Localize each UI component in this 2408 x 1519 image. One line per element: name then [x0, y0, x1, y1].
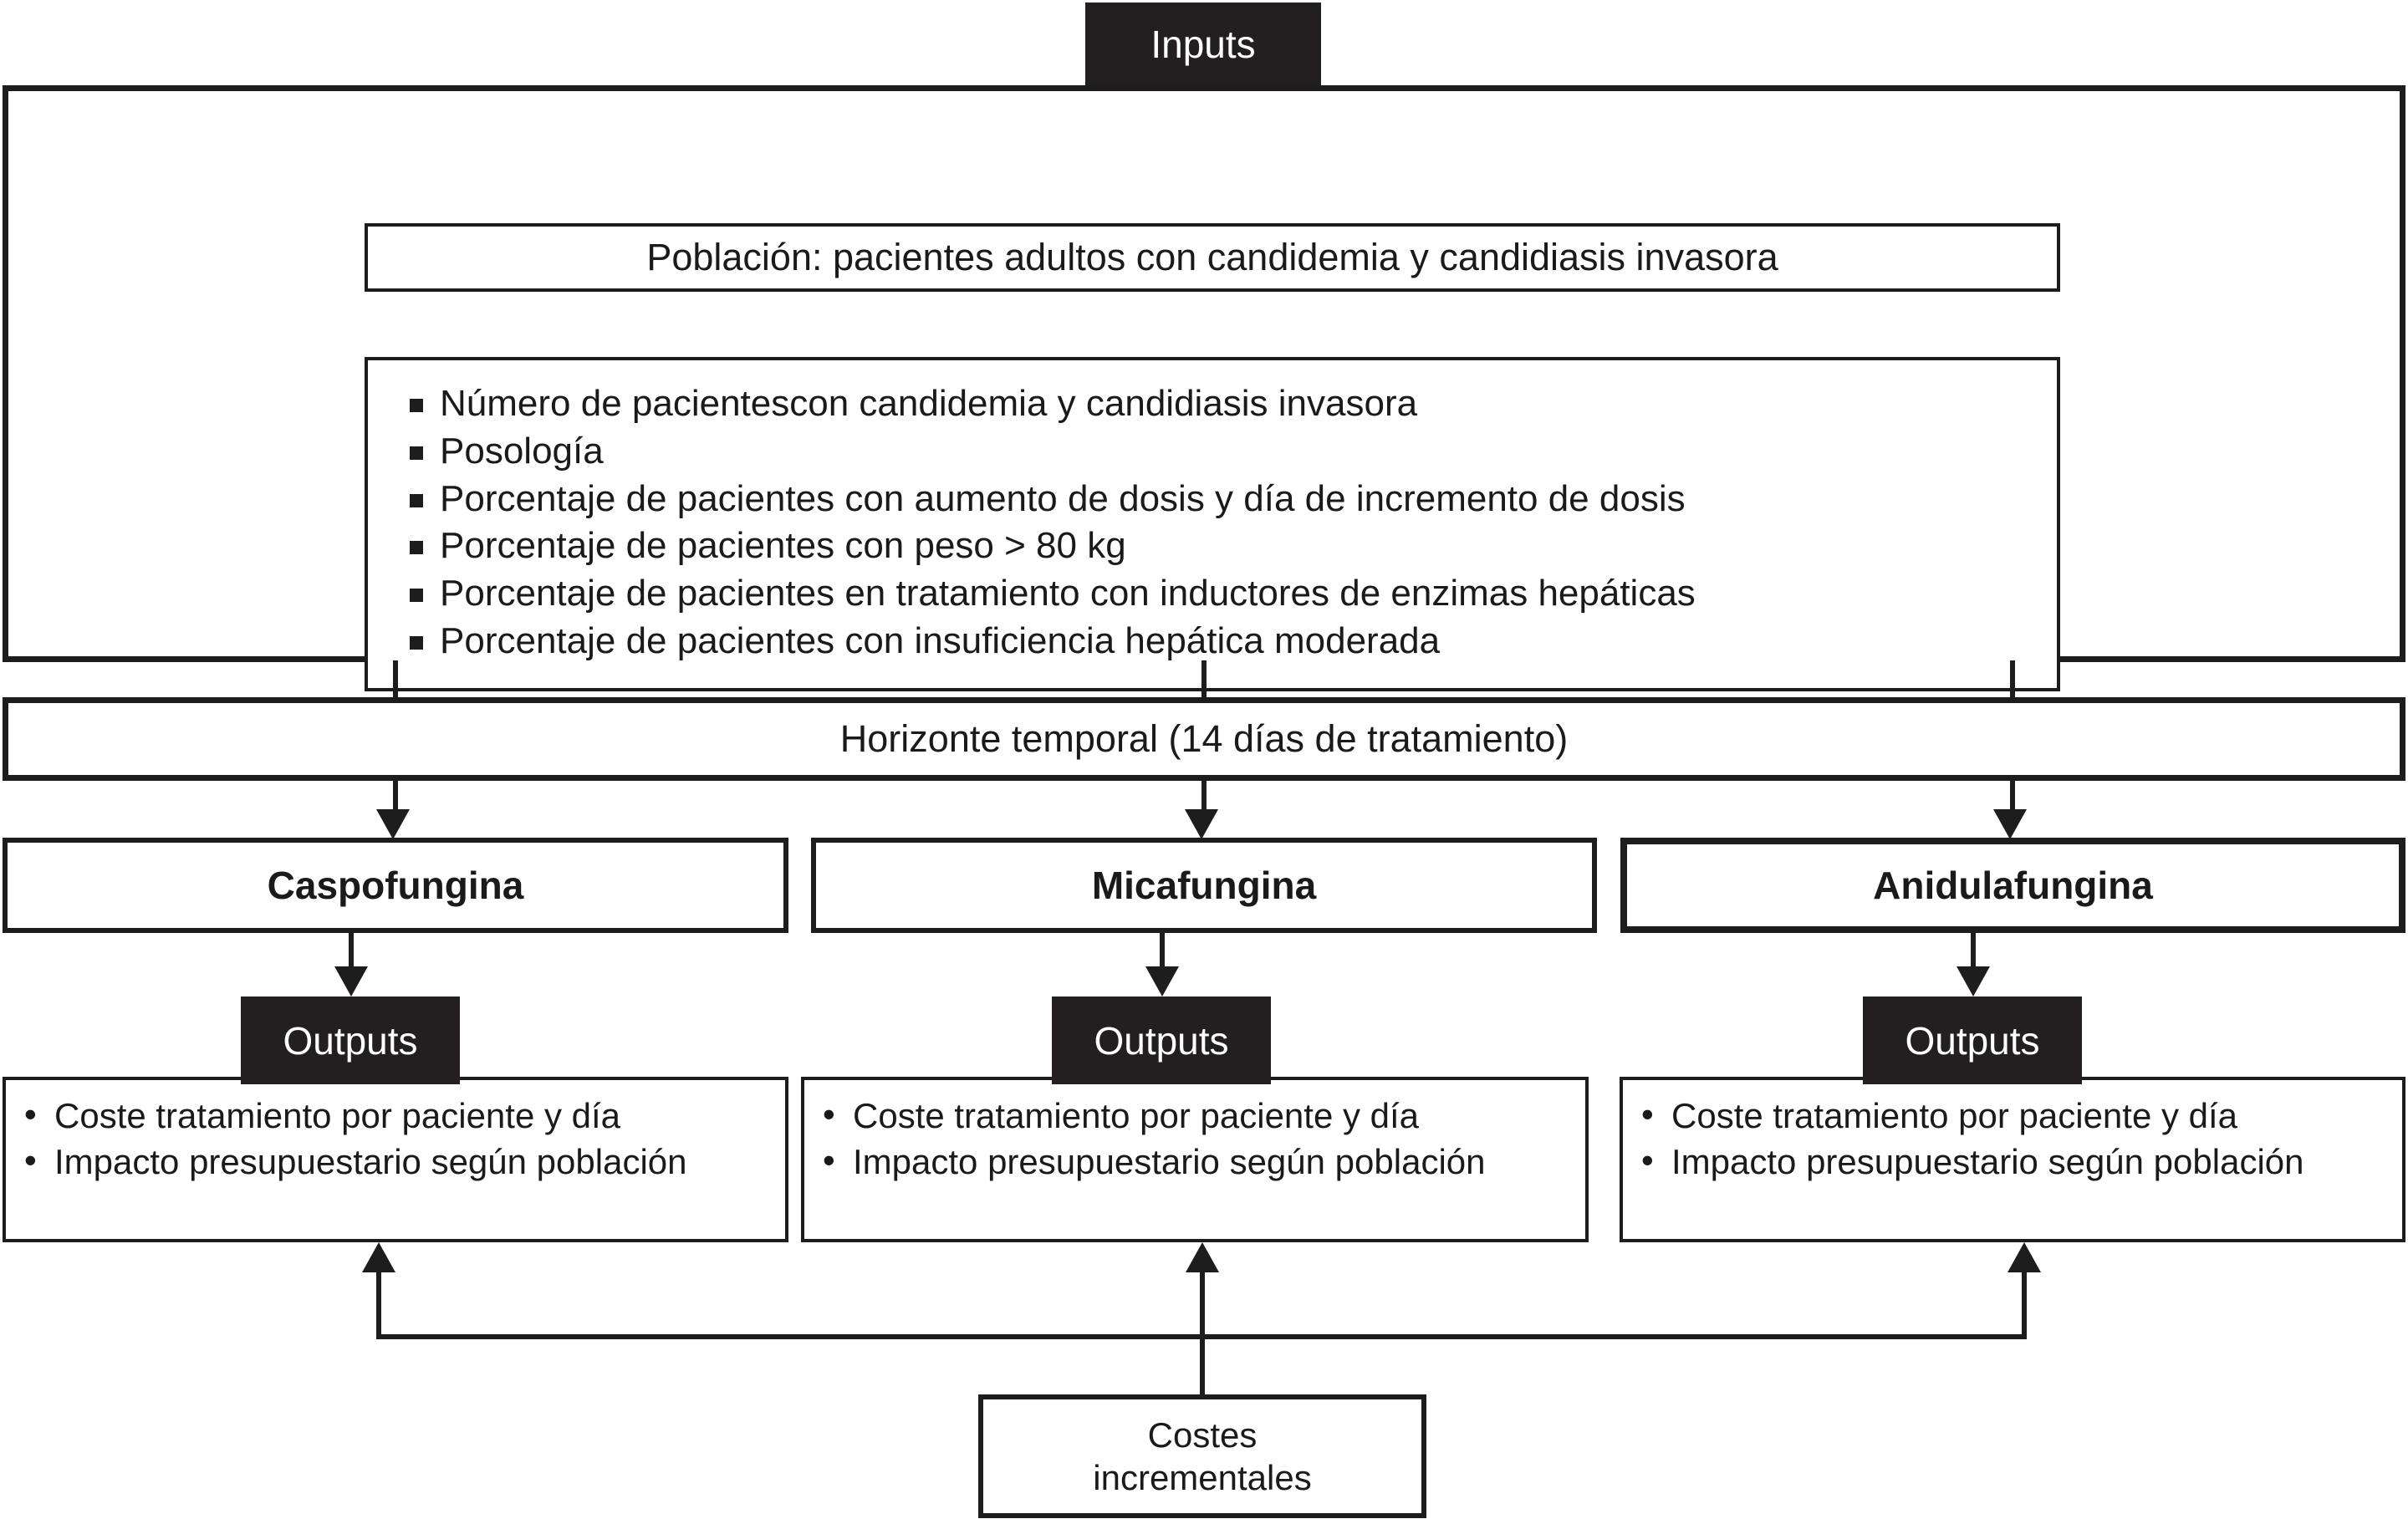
- drug-box-anidulafungina: Anidulafungina: [1620, 838, 2405, 933]
- arrow-bus-to-output-caspofungina: [362, 1242, 395, 1272]
- outputs-banner-micafungina: Outputs: [1052, 997, 1271, 1084]
- inputs-banner: Inputs: [1085, 3, 1321, 86]
- output-list: Coste tratamiento por paciente y día Imp…: [804, 1092, 1585, 1185]
- list-item: Impacto presupuestario según población: [24, 1138, 785, 1185]
- connector-bus-to-output-micafungina: [1200, 1272, 1205, 1338]
- list-item: Impacto presupuestario según población: [823, 1138, 1585, 1185]
- list-item: Impacto presupuestario según población: [1641, 1138, 2402, 1185]
- inputs-banner-label: Inputs: [1150, 23, 1256, 66]
- population-label: Población: pacientes adultos con candide…: [646, 236, 1778, 278]
- output-box-anidulafungina: Coste tratamiento por paciente y día Imp…: [1620, 1077, 2405, 1242]
- output-list: Coste tratamiento por paciente y día Imp…: [1623, 1092, 2402, 1185]
- drug-label: Caspofungina: [267, 864, 524, 907]
- drug-box-micafungina: Micafungina: [811, 838, 1597, 933]
- list-item: Porcentaje de pacientes con peso > 80 kg: [406, 522, 2057, 570]
- connector-caspofungina-to-outputs: [349, 933, 354, 968]
- arrow-caspofungina-to-outputs: [334, 966, 368, 997]
- incremental-costs-box: Costes incrementales: [978, 1394, 1426, 1518]
- time-horizon-label: Horizonte temporal (14 días de tratamien…: [839, 717, 1569, 760]
- connector-horizon-to-caspofungina: [393, 781, 398, 816]
- input-parameters-box: Número de pacientescon candidemia y cand…: [365, 357, 2060, 691]
- connector-micafungina-to-outputs: [1160, 933, 1165, 968]
- connector-horizon-to-anidulafungina: [2010, 781, 2015, 816]
- output-box-caspofungina: Coste tratamiento por paciente y día Imp…: [3, 1077, 788, 1242]
- outputs-banner-label: Outputs: [283, 1018, 418, 1063]
- output-list: Coste tratamiento por paciente y día Imp…: [6, 1092, 785, 1185]
- connector-horizon-to-micafungina: [1201, 781, 1207, 816]
- connector-bus-to-output-anidulafungina: [2022, 1272, 2027, 1338]
- arrow-horizon-to-caspofungina: [376, 809, 410, 839]
- connector-inputs-to-horizon-right: [2010, 660, 2015, 701]
- outputs-banner-caspofungina: Outputs: [241, 997, 460, 1084]
- arrow-bus-to-output-anidulafungina: [2008, 1242, 2041, 1272]
- arrow-horizon-to-micafungina: [1185, 809, 1218, 839]
- drug-label: Micafungina: [1091, 864, 1317, 907]
- output-box-micafungina: Coste tratamiento por paciente y día Imp…: [801, 1077, 1589, 1242]
- outputs-banner-anidulafungina: Outputs: [1863, 997, 2082, 1084]
- list-item: Porcentaje de pacientes con aumento de d…: [406, 476, 2057, 523]
- list-item: Número de pacientescon candidemia y cand…: [406, 380, 2057, 428]
- list-item: Coste tratamiento por paciente y día: [24, 1092, 785, 1139]
- incremental-costs-line1: Costes: [1147, 1415, 1258, 1455]
- drug-box-caspofungina: Caspofungina: [3, 838, 788, 933]
- list-item: Coste tratamiento por paciente y día: [823, 1092, 1585, 1139]
- connector-inputs-to-horizon-left: [393, 660, 398, 701]
- connector-bus-to-output-caspofungina: [376, 1272, 381, 1338]
- outputs-banner-label: Outputs: [1094, 1018, 1229, 1063]
- population-box: Población: pacientes adultos con candide…: [365, 223, 2060, 292]
- list-item: Coste tratamiento por paciente y día: [1641, 1092, 2402, 1139]
- drug-label: Anidulafungina: [1873, 864, 2153, 907]
- arrow-horizon-to-anidulafungina: [1993, 809, 2027, 839]
- arrow-micafungina-to-outputs: [1145, 966, 1179, 997]
- outputs-banner-label: Outputs: [1905, 1018, 2040, 1063]
- list-item: Posología: [406, 428, 2057, 476]
- list-item: Porcentaje de pacientes con insuficienci…: [406, 618, 2057, 665]
- arrow-anidulafungina-to-outputs: [1956, 966, 1990, 997]
- list-item: Porcentaje de pacientes en tratamiento c…: [406, 570, 2057, 618]
- time-horizon-box: Horizonte temporal (14 días de tratamien…: [3, 697, 2405, 781]
- inputs-container: Población: pacientes adultos con candide…: [3, 85, 2405, 691]
- connector-costs-to-bus: [1200, 1334, 1205, 1396]
- incremental-costs-line2: incrementales: [1093, 1458, 1312, 1497]
- connector-inputs-to-horizon-center: [1201, 660, 1207, 701]
- arrow-bus-to-output-micafungina: [1186, 1242, 1219, 1272]
- connector-anidulafungina-to-outputs: [1971, 933, 1976, 968]
- input-parameters-list: Número de pacientescon candidemia y cand…: [368, 380, 2057, 665]
